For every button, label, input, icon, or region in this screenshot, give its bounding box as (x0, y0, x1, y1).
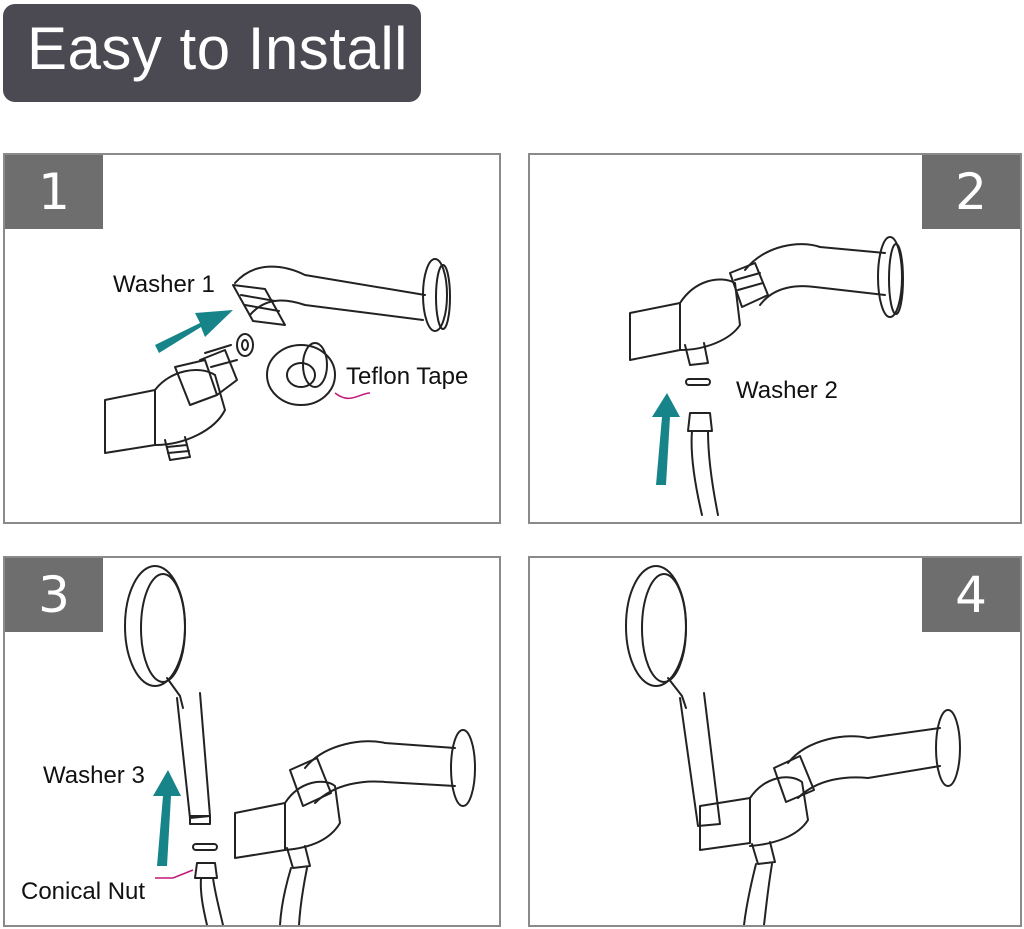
teflon-tape-label: Teflon Tape (346, 363, 469, 390)
step-2-panel: 2 Washer 2 (528, 153, 1022, 524)
step-3-illustration (124, 565, 476, 925)
step-2-badge: 2 (922, 155, 1020, 229)
step-4-badge: 4 (922, 558, 1020, 632)
step-2-illustration (629, 236, 904, 516)
step-3-panel: 3 Washer 3 Conic (3, 556, 501, 927)
washer-2-label: Washer 2 (736, 377, 838, 404)
step-3-badge: 3 (5, 558, 103, 632)
step-4-illustration (625, 565, 961, 925)
step-1-illustration (104, 258, 451, 461)
step-1-badge: 1 (5, 155, 103, 229)
step-4-panel: 4 (528, 556, 1022, 927)
conical-nut-label: Conical Nut (21, 878, 146, 905)
washer-1-label: Washer 1 (113, 271, 215, 298)
step-1-panel: 1 (3, 153, 501, 524)
page-title: Easy to Install (27, 15, 409, 82)
washer-3-label: Washer 3 (43, 762, 145, 789)
title-banner: Easy to Install (3, 4, 421, 102)
